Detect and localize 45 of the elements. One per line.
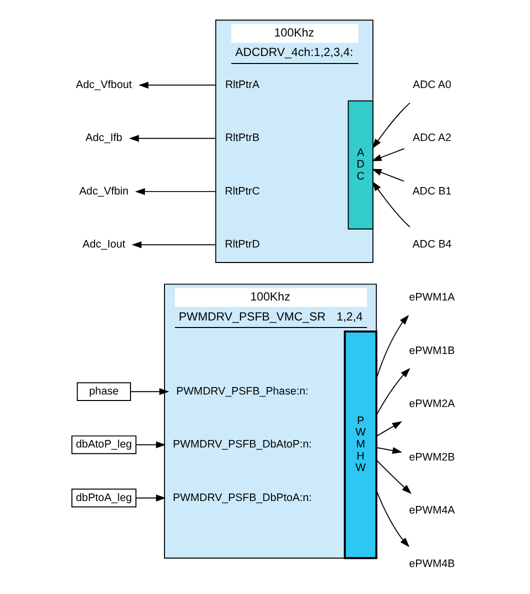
node-box: ADC — [347, 100, 373, 230]
node-text: Adc_Ifb — [85, 132, 122, 144]
node-text: Adc_Vfbin — [78, 185, 128, 198]
node-box: dbAtoP_leg — [70, 435, 136, 454]
node-text: ePWM4A — [408, 504, 454, 517]
node-label: 100Khz — [250, 290, 290, 304]
node-text: PWMDRV_PSFB_DbPtoA:n: — [172, 492, 312, 504]
arrow — [371, 148, 404, 162]
node-box: PWM HW — [343, 330, 377, 560]
node-box: dbPtoA_leg — [70, 488, 136, 508]
arrow — [375, 314, 408, 380]
node-label: 100Khz — [274, 25, 314, 40]
arrow — [376, 460, 412, 494]
node-text: ePWM2A — [408, 398, 454, 410]
node-text: PWMDRV_PSFB_DbAtoP:n: — [172, 438, 312, 451]
arrow — [376, 421, 402, 437]
node-text: ADC B1 — [412, 185, 452, 198]
arrow — [372, 181, 410, 228]
arrow — [128, 134, 216, 142]
arrow — [135, 441, 166, 448]
node-text: ePWM4B — [408, 558, 454, 570]
node-text: RltPtrB — [224, 132, 259, 144]
node-text: PWMDRV_PSFB_Phase:n: — [176, 385, 308, 398]
node-text: RltPtrC — [224, 185, 260, 198]
arrow — [134, 188, 216, 196]
arrow — [131, 241, 216, 248]
node-text: ADC A2 — [412, 132, 451, 144]
node-text: Adc_Vfbout — [75, 78, 132, 91]
node-text: RltPtrD — [224, 238, 260, 251]
arrow — [375, 490, 410, 548]
arrow — [376, 447, 402, 454]
arrow — [375, 368, 410, 416]
node-text: ADC A0 — [412, 78, 451, 91]
arrow — [371, 168, 404, 182]
node-text: RltPtrA — [224, 78, 259, 91]
node-text: ePWM1B — [408, 344, 454, 357]
arrow — [130, 388, 169, 396]
node-text: Adc_Iout — [82, 238, 125, 251]
arrow — [135, 494, 166, 502]
node-text: ePWM1A — [408, 292, 454, 304]
node-text: ePWM2B — [408, 451, 454, 464]
node-text: ADC B4 — [412, 238, 452, 251]
node-box: phase — [76, 382, 130, 401]
arrow — [372, 102, 410, 149]
arrow — [138, 82, 216, 89]
